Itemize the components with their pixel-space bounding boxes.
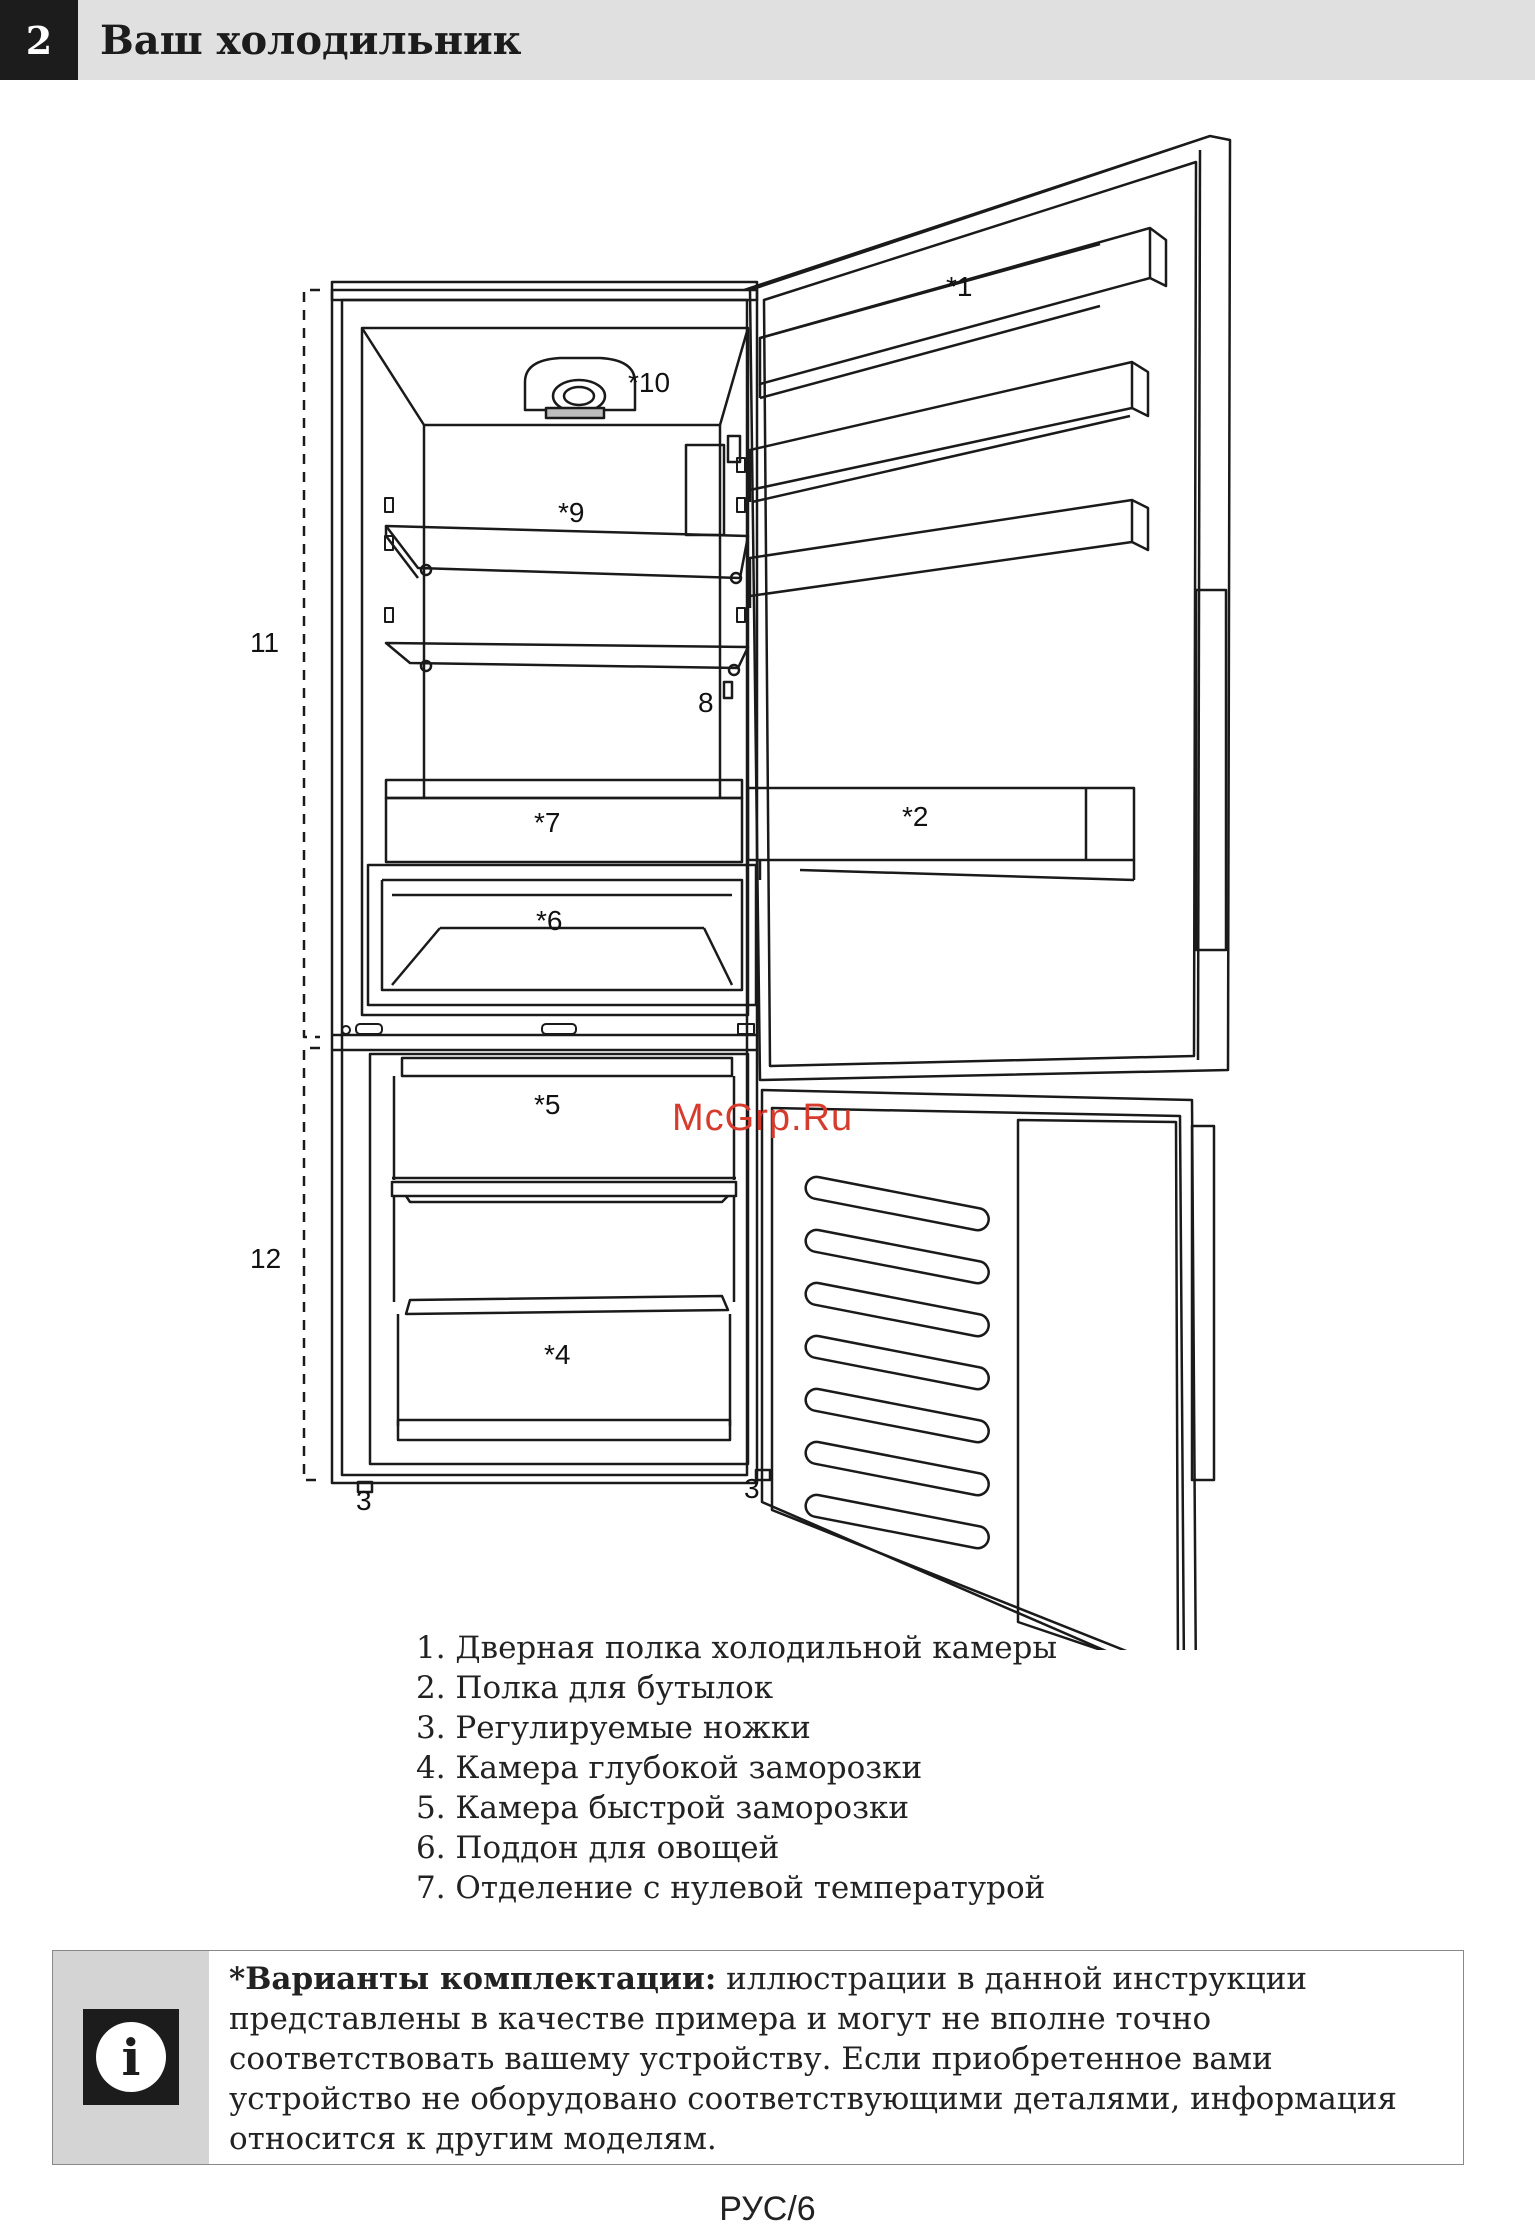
dimension-bracket-12: [302, 1046, 320, 1482]
button-8: [722, 680, 734, 700]
info-note: i *Варианты комплектации: иллюстрации в …: [52, 1950, 1464, 2165]
light-housing: [523, 356, 637, 420]
callout-5: *5: [534, 1089, 560, 1120]
callout-12: 12: [250, 1243, 281, 1274]
note-body: иллюстрации в данной инструкции представ…: [229, 1961, 1397, 2157]
shelf-supports: [384, 457, 746, 623]
note-icon-panel: i: [53, 1951, 209, 2164]
crisper-drawer: [366, 863, 758, 1007]
section-header: 2 Ваш холодильник: [0, 0, 1535, 80]
callout-10: *10: [628, 367, 670, 398]
legend-item: 7. Отделение с нулевой температурой: [416, 1870, 1046, 1906]
door-shelf-2: [748, 360, 1150, 504]
callout-2: *2: [902, 801, 928, 832]
door-shelf-top: [758, 226, 1168, 400]
zero-temp-compartment: [384, 778, 744, 864]
legend-item: 6. Поддон для овощей: [416, 1830, 780, 1866]
freezer-drawer-4: [396, 1294, 732, 1442]
fridge-compartment: [360, 326, 750, 1017]
legend-item: 4. Камера глубокой заморозки: [416, 1750, 923, 1786]
info-icon: i: [83, 2009, 179, 2105]
callout-11: 11: [250, 627, 279, 658]
freezer-door: [760, 1088, 1216, 1650]
callout-4: *4: [544, 1339, 570, 1370]
legend-item: 1. Дверная полка холодильной камеры: [416, 1630, 1058, 1666]
fridge-diagram: *1 *10 *9 11 8 *2 *7 *6 *5 12 *4 3 3: [250, 134, 1232, 1650]
note-lead: *Варианты комплектации:: [229, 1961, 717, 1997]
freezer-compartment: [368, 1052, 750, 1466]
note-text: *Варианты комплектации: иллюстрации в да…: [229, 1959, 1444, 2159]
callout-3-left: 3: [356, 1485, 372, 1516]
fridge-door: [743, 134, 1232, 1082]
freezer-drawer-middle: [390, 1180, 738, 1302]
divider-hardware: [341, 1023, 755, 1035]
freezer-door-vents: [804, 1175, 990, 1550]
glass-shelf-lower: [384, 641, 750, 677]
adjustable-feet: [356, 1468, 772, 1494]
legend-item: 5. Камера быстрой заморозки: [416, 1790, 910, 1826]
glass-shelf-upper: [384, 524, 750, 585]
callout-labels: *1 *10 *9 11 8 *2 *7 *6 *5 12 *4 3 3: [250, 271, 972, 1516]
callout-9: *9: [558, 497, 584, 528]
legend-item: 2. Полка для бутылок: [416, 1670, 774, 1706]
section-number: 2: [0, 0, 78, 80]
dimension-bracket-11: [302, 288, 320, 1039]
section-title: Ваш холодильник: [100, 16, 522, 64]
door-shelf-3: [748, 498, 1150, 608]
watermark: McGrp.Ru: [672, 1097, 854, 1139]
thermostat: [726, 434, 742, 464]
bottle-shelf: [746, 786, 1136, 882]
page-number: РУС/6: [719, 2190, 816, 2228]
freezer-drawer-5: [392, 1056, 736, 1180]
cabinet-body: [330, 280, 759, 1485]
callout-1: *1: [946, 271, 972, 302]
legend-item: 3. Регулируемые ножки: [416, 1710, 811, 1746]
callout-6: *6: [536, 905, 562, 936]
air-duct: [684, 443, 726, 537]
callout-3-right: 3: [744, 1473, 760, 1504]
parts-legend: 1. Дверная полка холодильной камеры 2. П…: [416, 1628, 1057, 1908]
callout-7: *7: [534, 807, 560, 838]
callout-8: 8: [698, 687, 714, 718]
